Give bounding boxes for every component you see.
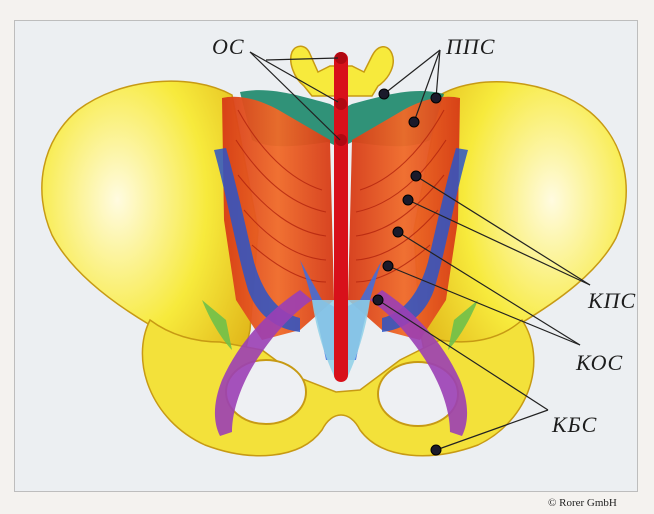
label-kps: КПС [588,288,636,314]
copyright-notice: © Rorer GmbH [548,497,617,509]
label-os: ОС [212,34,245,60]
label-kbs: КБС [552,412,597,438]
label-pps: ППС [446,34,495,60]
label-kos: КОС [576,350,623,376]
